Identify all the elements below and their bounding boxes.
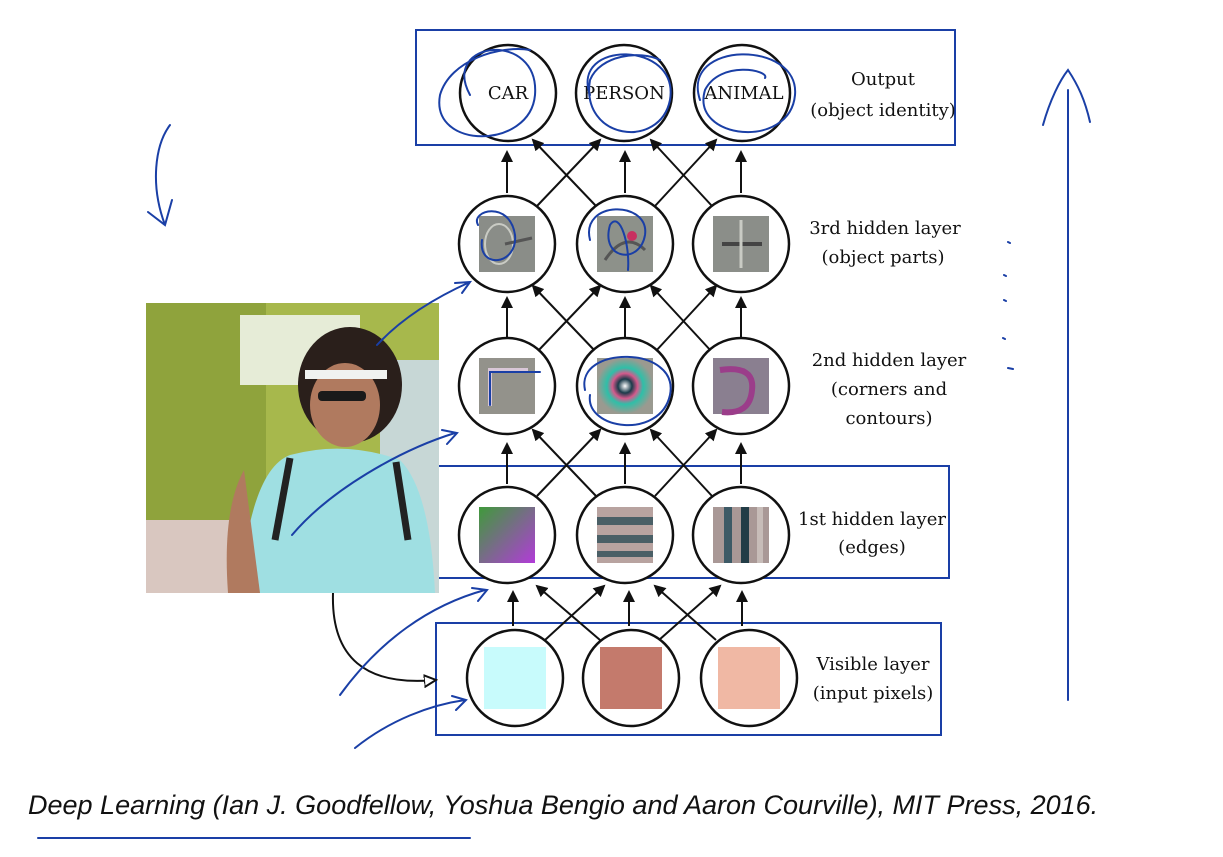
output-node-person — [574, 43, 674, 143]
output-layer-box — [415, 29, 956, 146]
hidden3-nodes — [457, 194, 791, 294]
citation: Deep Learning (Ian J. Goodfellow, Yoshua… — [28, 790, 1218, 821]
hidden1-nodes — [457, 485, 791, 585]
output-label-person: PERSON — [583, 83, 665, 104]
visible-pixel-3 — [718, 647, 780, 709]
output-subtitle: (object identity) — [810, 100, 956, 121]
hidden2-subtitle-2: contours) — [845, 408, 932, 429]
connections — [501, 138, 748, 641]
output-label-car: CAR — [488, 83, 529, 104]
photo-to-input-arrow — [331, 592, 436, 681]
visible-title: Visible layer — [815, 654, 929, 675]
visible-pixel-1 — [484, 647, 546, 709]
citation-rest: (Ian J. Goodfellow, Yoshua Bengio and Aa… — [205, 790, 1099, 820]
hidden2-nodes — [457, 336, 791, 436]
hidden1-subtitle: (edges) — [838, 537, 906, 558]
visible-subtitle: (input pixels) — [813, 683, 934, 704]
hidden3-subtitle: (object parts) — [821, 247, 944, 268]
hidden1-title: 1st hidden layer — [798, 509, 946, 530]
output-node-car — [458, 43, 558, 143]
visible-pixel-2 — [600, 647, 662, 709]
output-nodes: CAR PERSON ANIMAL — [458, 43, 792, 143]
output-label-animal: ANIMAL — [703, 83, 783, 104]
handwritten-annotations — [37, 48, 1091, 839]
hidden2-title: 2nd hidden layer — [812, 350, 967, 371]
hidden2-subtitle-1: (corners and — [831, 379, 947, 400]
output-title: Output — [851, 69, 916, 90]
layer-labels: Output (object identity) 3rd hidden laye… — [798, 69, 967, 704]
visible-nodes — [465, 628, 799, 728]
output-node-animal — [692, 43, 792, 143]
input-photo — [146, 303, 439, 593]
hidden3-title: 3rd hidden layer — [809, 218, 961, 239]
citation-book-title: Deep Learning — [28, 790, 206, 820]
